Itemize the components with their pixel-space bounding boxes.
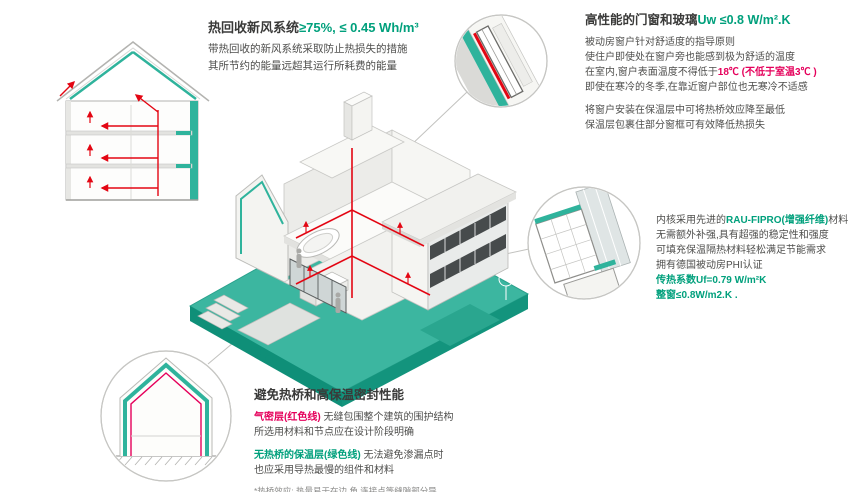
window-install-detail [454,14,548,108]
bushes [251,347,273,363]
ground-glass-wall [289,258,347,314]
windows-line3-dark: 在室内,窗户表面温度不得低于 [585,66,718,78]
windows-line1: 被动房窗户针对舒适度的指导原则 [585,36,735,48]
section-thermal: 避免热桥和高保温密封性能 气密层(红色线) 无缝包围整个建筑的围护结构 所选用材… [254,388,570,492]
airtight-red-line [130,372,202,456]
profile-line1-brand: RAU-FIPRO(增强纤维) [726,215,829,226]
windows-line5: 将窗户安装在保温层中可将热桥效应降至最低 [585,104,785,116]
thermal-footnote: *热桥效应: 热量易于在边,角,连接点等缝隙部分导 [254,485,437,492]
section-windows: 高性能的门窗和玻璃Uw ≤0.8 W/m².K 被动房窗户针对舒适度的指导原则 … [585,13,861,133]
profile-line5: 传热系数Uf=0.79 W/m²K [656,275,767,286]
thermal-line3-label: 无热桥的保温层(绿色线) [254,449,361,461]
heat-recovery-illustration [56,41,210,201]
windows-line3-red: 18℃ (不低于室温3℃ ) [717,66,817,78]
windows-line6: 保温层包裹住部分窗框可有效降低热损失 [585,119,765,131]
heat-recovery-line1: 带热回收的新风系统采取防止热损失的措施 [208,43,408,56]
heat-recovery-body: 带热回收的新风系统采取防止热损失的措施 其所节约的能量远超其运行所耗费的能量 [208,41,470,74]
thermal-line1: 气密层(红色线) 无缝包围整个建筑的围护结构 [254,410,570,425]
thermal-line1-rest: 无缝包围整个建筑的围护结构 [320,411,454,423]
windows-title: 高性能的门窗和玻璃Uw ≤0.8 W/m².K [585,13,861,29]
ventilation-ducts [295,148,431,298]
thermal-line3-rest: 无法避免渗漏点时 [360,449,444,461]
heat-recovery-title-value: ≥75%, ≤ 0.45 Wh/m³ [299,20,419,35]
window-profile-detail [527,186,641,300]
isometric-house [188,91,530,407]
terrace-path [237,302,321,346]
profile-line1: 内核采用先进的RAU-FIPRO(增强纤维)材料 [656,213,862,228]
section-heat-recovery: 热回收新风系统≥75%, ≤ 0.45 Wh/m³ 带热回收的新风系统采取防止热… [208,20,470,74]
windows-title-text: 高性能的门窗和玻璃 [585,13,698,27]
windows-line3: 在室内,窗户表面温度不得低于18℃ (不低于室温3℃ ) [585,65,861,80]
profile-line3: 可填充保温隔热材料轻松满足节能需求 [656,245,826,256]
roof-tower [343,91,373,141]
thermal-title: 避免热桥和高保温密封性能 [254,388,405,402]
bathtub [296,228,340,258]
heat-recovery-title-text: 热回收新风系统 [208,20,300,35]
profile-line6: 整窗≤0.8W/m2.K . [656,290,738,301]
thermal-body-2: 无热桥的保温层(绿色线) 无法避免渗漏点时 也应采用导热最慢的组件和材料 [254,448,570,478]
windows-body-1: 被动房窗户针对舒适度的指导原则 使住户即使处在窗户旁也能感到极为舒适的温度 在室… [585,35,861,95]
tree-sculpture [498,271,514,300]
thermal-body-1: 气密层(红色线) 无缝包围整个建筑的围护结构 所选用材料和节点应在设计阶段明确 [254,410,570,440]
thermal-line4: 也应采用导热最慢的组件和材料 [254,464,394,476]
windows-line4: 即使在寒冷的冬季,在靠近窗户部位也无寒冷不适感 [585,81,808,93]
thermal-line3: 无热桥的保温层(绿色线) 无法避免渗漏点时 [254,448,570,463]
gable-end-wall [235,174,289,285]
thermal-envelope-detail [100,350,232,482]
person-figures [296,248,341,313]
windows-title-value: Uw ≤0.8 W/m².K [697,13,791,27]
insulation-green-line [123,362,209,456]
thermal-line1-label: 气密层(红色线) [254,411,321,423]
section-profile: 内核采用先进的RAU-FIPRO(增强纤维)材料 无需额外补强,具有超强的稳定性… [656,213,862,303]
house-silhouette [119,357,213,456]
garden-steps [197,294,249,330]
heat-recovery-title: 热回收新风系统≥75%, ≤ 0.45 Wh/m³ [208,20,470,36]
profile-line2: 无需额外补强,具有超强的稳定性和强度 [656,230,829,241]
person-ground-floor [335,292,341,313]
person-upper-floor [296,248,302,268]
thermal-line2: 所选用材料和节点应在设计阶段明确 [254,426,414,438]
profile-line4: 拥有德国被动房PHI认证 [656,260,763,271]
heat-recovery-line2: 其所节约的能量远超其运行所耗费的能量 [208,59,397,72]
red-duct-lines [59,80,159,196]
windows-body-2: 将窗户安装在保温层中可将热桥效应降至最低 保温层包裹住部分窗框可有效降低热损失 [585,103,861,133]
profile-line1-a: 内核采用先进的 [656,215,726,226]
windows-line2: 使住户即使处在窗户旁也能感到极为舒适的温度 [585,51,795,63]
profile-line1-c: 材料 [828,215,849,226]
